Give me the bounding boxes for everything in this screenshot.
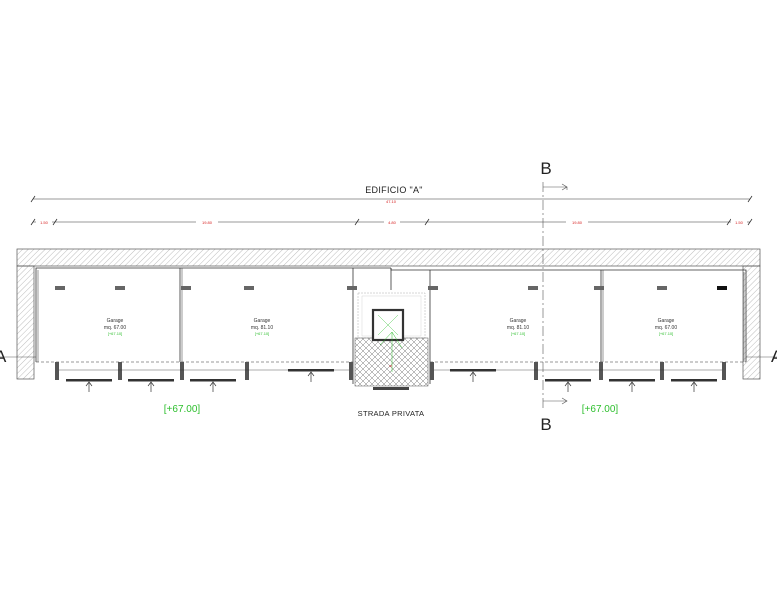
- garage-doors: [66, 369, 717, 382]
- svg-text:[+67.10]: [+67.10]: [255, 331, 270, 336]
- stair-marker: S: [388, 364, 393, 367]
- ground-level-right: [+67.00]: [582, 404, 619, 415]
- section-label-b-top: B: [540, 159, 551, 178]
- ground-level-left: [+67.00]: [164, 404, 201, 415]
- stair-core: [354, 292, 429, 390]
- garage-1-label: Garage mq. 67.00 [+67.10]: [104, 318, 126, 336]
- svg-text:mq. 67.00: mq. 67.00: [104, 325, 126, 331]
- dimension-3: 4.80: [388, 220, 397, 225]
- overall-dimension-value: 47.10: [386, 199, 397, 204]
- pillars: [55, 286, 727, 290]
- perimeter-wall: [16, 248, 761, 380]
- street-label: STRADA PRIVATA: [358, 409, 425, 418]
- svg-text:[+67.10]: [+67.10]: [511, 331, 526, 336]
- svg-text:mq. 81.10: mq. 81.10: [251, 325, 273, 331]
- dimension-4: 19.80: [572, 220, 583, 225]
- svg-text:mq. 81.10: mq. 81.10: [507, 325, 529, 331]
- svg-text:Garage: Garage: [510, 318, 527, 324]
- garage-2-label: Garage mq. 81.10 [+67.10]: [251, 318, 273, 336]
- section-label-a-left: A: [0, 347, 7, 366]
- dimension-5: 1.50: [735, 220, 744, 225]
- garage-3-label: Garage mq. 81.10 [+67.10]: [507, 318, 529, 336]
- dimension-1: 1.50: [40, 220, 49, 225]
- overall-dimension-line: [30, 195, 753, 203]
- svg-text:Garage: Garage: [658, 318, 675, 324]
- section-label-a-right: A: [771, 347, 777, 366]
- svg-text:Garage: Garage: [107, 318, 124, 324]
- dimension-2: 19.80: [202, 220, 213, 225]
- svg-text:mq. 67.00: mq. 67.00: [655, 325, 677, 331]
- entry-arrows: [85, 371, 698, 392]
- garage-4-label: Garage mq. 67.00 [+67.10]: [655, 318, 677, 336]
- svg-text:[+67.10]: [+67.10]: [108, 331, 123, 336]
- svg-text:Garage: Garage: [254, 318, 271, 324]
- section-line-b: [542, 182, 568, 410]
- building-title: EDIFICIO "A": [365, 185, 423, 195]
- svg-text:[+67.10]: [+67.10]: [659, 331, 674, 336]
- section-label-b-bottom: B: [540, 415, 551, 434]
